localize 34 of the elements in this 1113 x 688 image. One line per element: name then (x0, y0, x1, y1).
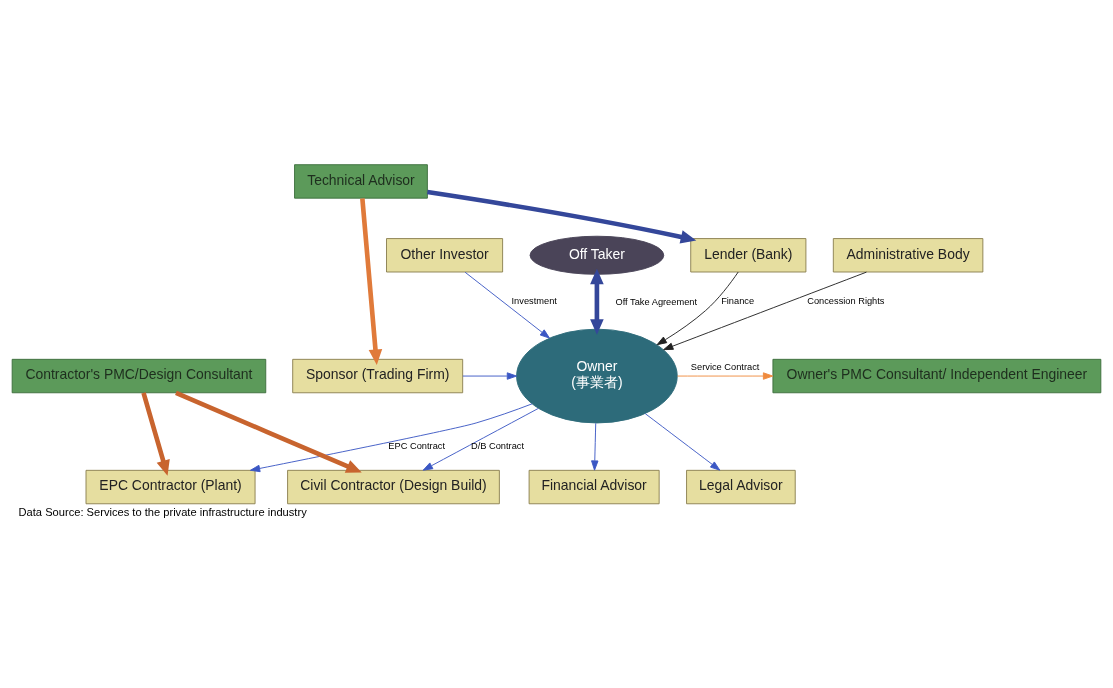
edge-label: D/B Contract (470, 440, 525, 451)
arrow (175, 390, 362, 473)
arrow (360, 198, 383, 365)
caption: Data Source: Services to the private infrastructure industry (18, 506, 307, 519)
edge-label: EPC Contract (388, 440, 446, 451)
arrow (141, 392, 170, 476)
node-box: EPC Contractor (Plant) (85, 469, 256, 505)
arrow (644, 413, 721, 471)
node-box: Owner's PMC Consultant/ Independent Engineer (772, 358, 1102, 394)
node-box: Technical Advisor (294, 164, 428, 199)
arrow (590, 268, 604, 335)
edge-label: Investment (511, 296, 557, 307)
arrow (663, 271, 867, 351)
edge-label: Concession Rights (807, 296, 885, 307)
node-box: Other Investor (386, 238, 504, 273)
node-box: Financial Advisor (528, 469, 660, 505)
arrow (422, 407, 539, 471)
arrow (656, 271, 739, 346)
edge-label: Service Contract (690, 362, 760, 373)
arrow (462, 372, 517, 380)
arrow (427, 189, 697, 244)
arrow (249, 403, 533, 473)
edge-label: Finance (721, 296, 755, 307)
node-box: Lender (Bank) (690, 238, 807, 273)
node-box: Administrative Body (832, 238, 984, 273)
arrow (464, 271, 550, 339)
node-box: Sponsor (Trading Firm) (292, 358, 464, 394)
arrow (591, 422, 599, 471)
arrow (677, 372, 774, 380)
node-box: Contractor's PMC/Design Consultant (11, 358, 267, 394)
node-box: Legal Advisor (686, 469, 796, 505)
node-ellipse: Off Taker (529, 235, 665, 275)
node-box: Civil Contractor (Design Build) (287, 469, 500, 505)
edge-label: Off Take Agreement (615, 296, 698, 307)
